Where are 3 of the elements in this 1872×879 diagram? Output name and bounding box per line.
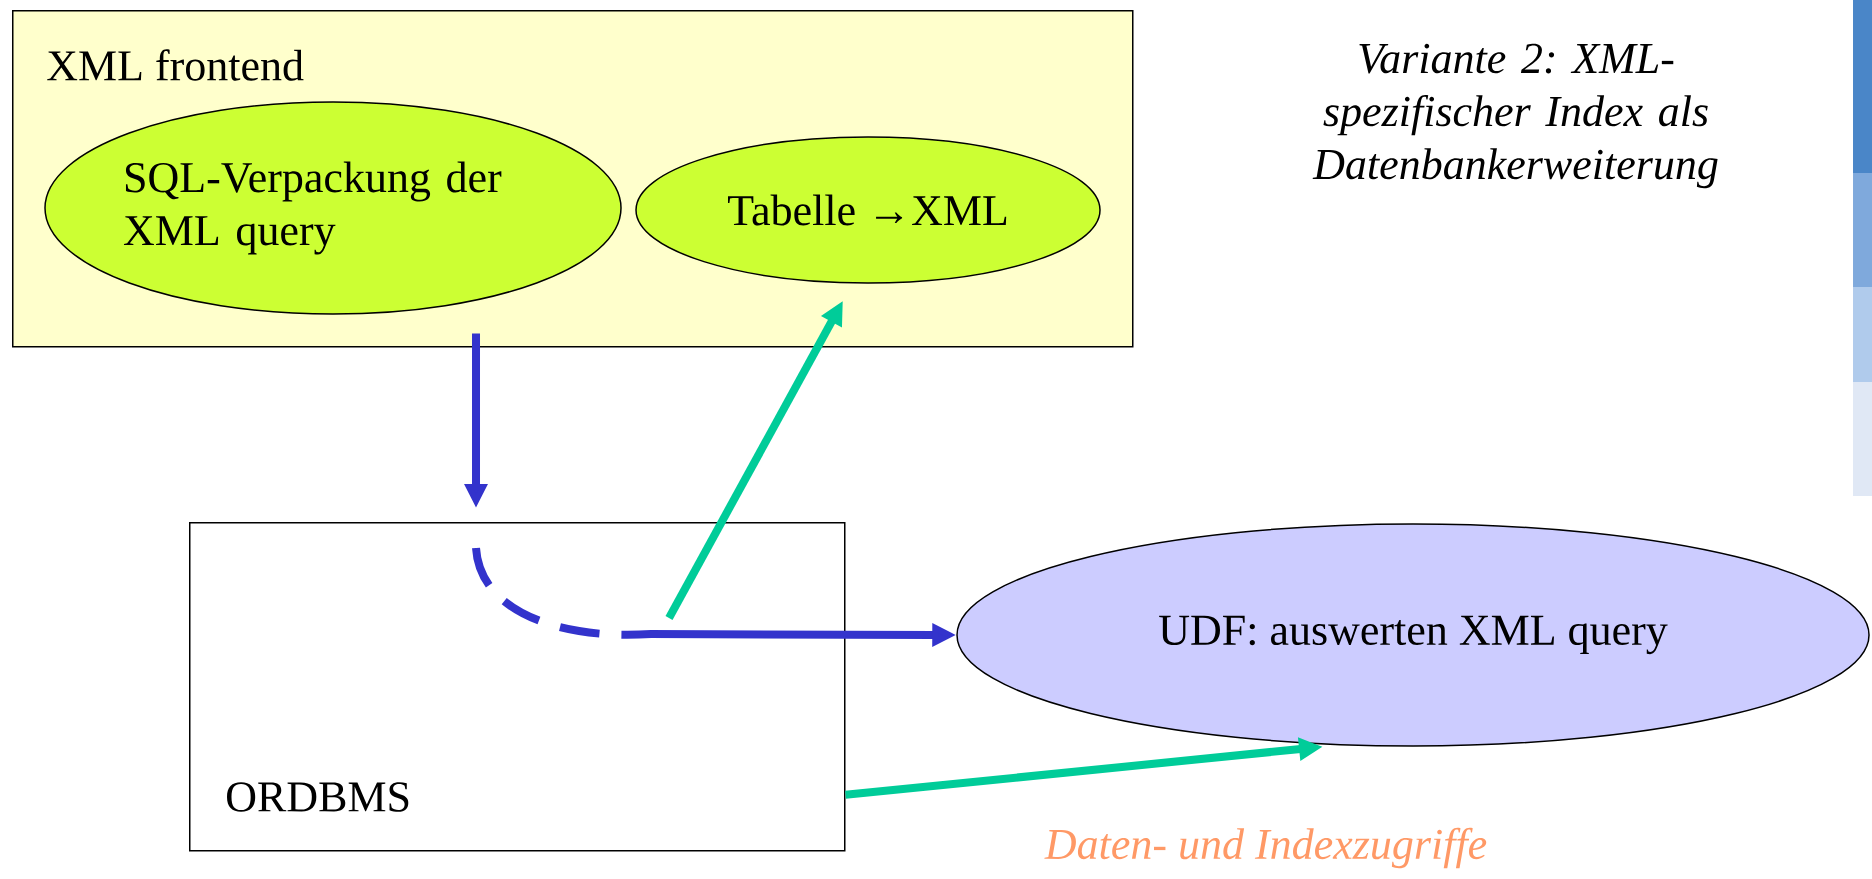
edge-label: Daten- und Indexzugriffe — [1042, 825, 1490, 871]
title: Variante 2: XML-spezifischer Index als Datenbankerweiterung — [1312, 43, 1718, 189]
system-box: ORDBMS — [189, 522, 846, 852]
